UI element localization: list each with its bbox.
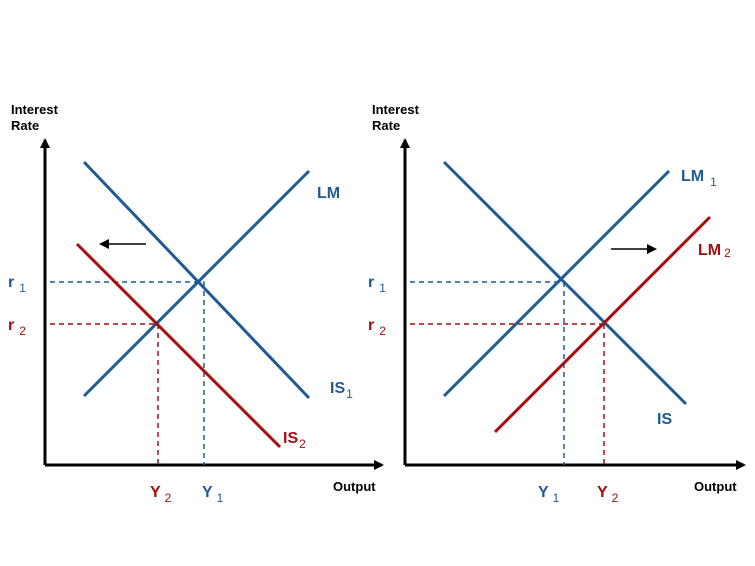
right-y-axis-title-line1: Interest	[372, 102, 420, 117]
left-is2-curve	[75, 242, 282, 449]
left-is2-label: IS2	[283, 430, 306, 451]
right-is-label: IS	[657, 411, 672, 428]
right-lm2-curve	[493, 215, 712, 434]
left-is1-curve	[82, 160, 311, 400]
left-y-axis-title-line1: Interest	[11, 102, 59, 117]
right-x-axis-title: Output	[694, 479, 737, 494]
left-is1-label: IS1	[330, 380, 353, 401]
right-is-curve	[442, 160, 688, 406]
left-lm-label: LM	[317, 185, 340, 202]
left-lm-curve	[82, 169, 311, 398]
left-y-axis-title-line2: Rate	[11, 118, 39, 133]
right-y-axis-title-line2: Rate	[372, 118, 400, 133]
left-x-axis-title: Output	[333, 479, 376, 494]
right-lm1-curve	[442, 169, 671, 398]
